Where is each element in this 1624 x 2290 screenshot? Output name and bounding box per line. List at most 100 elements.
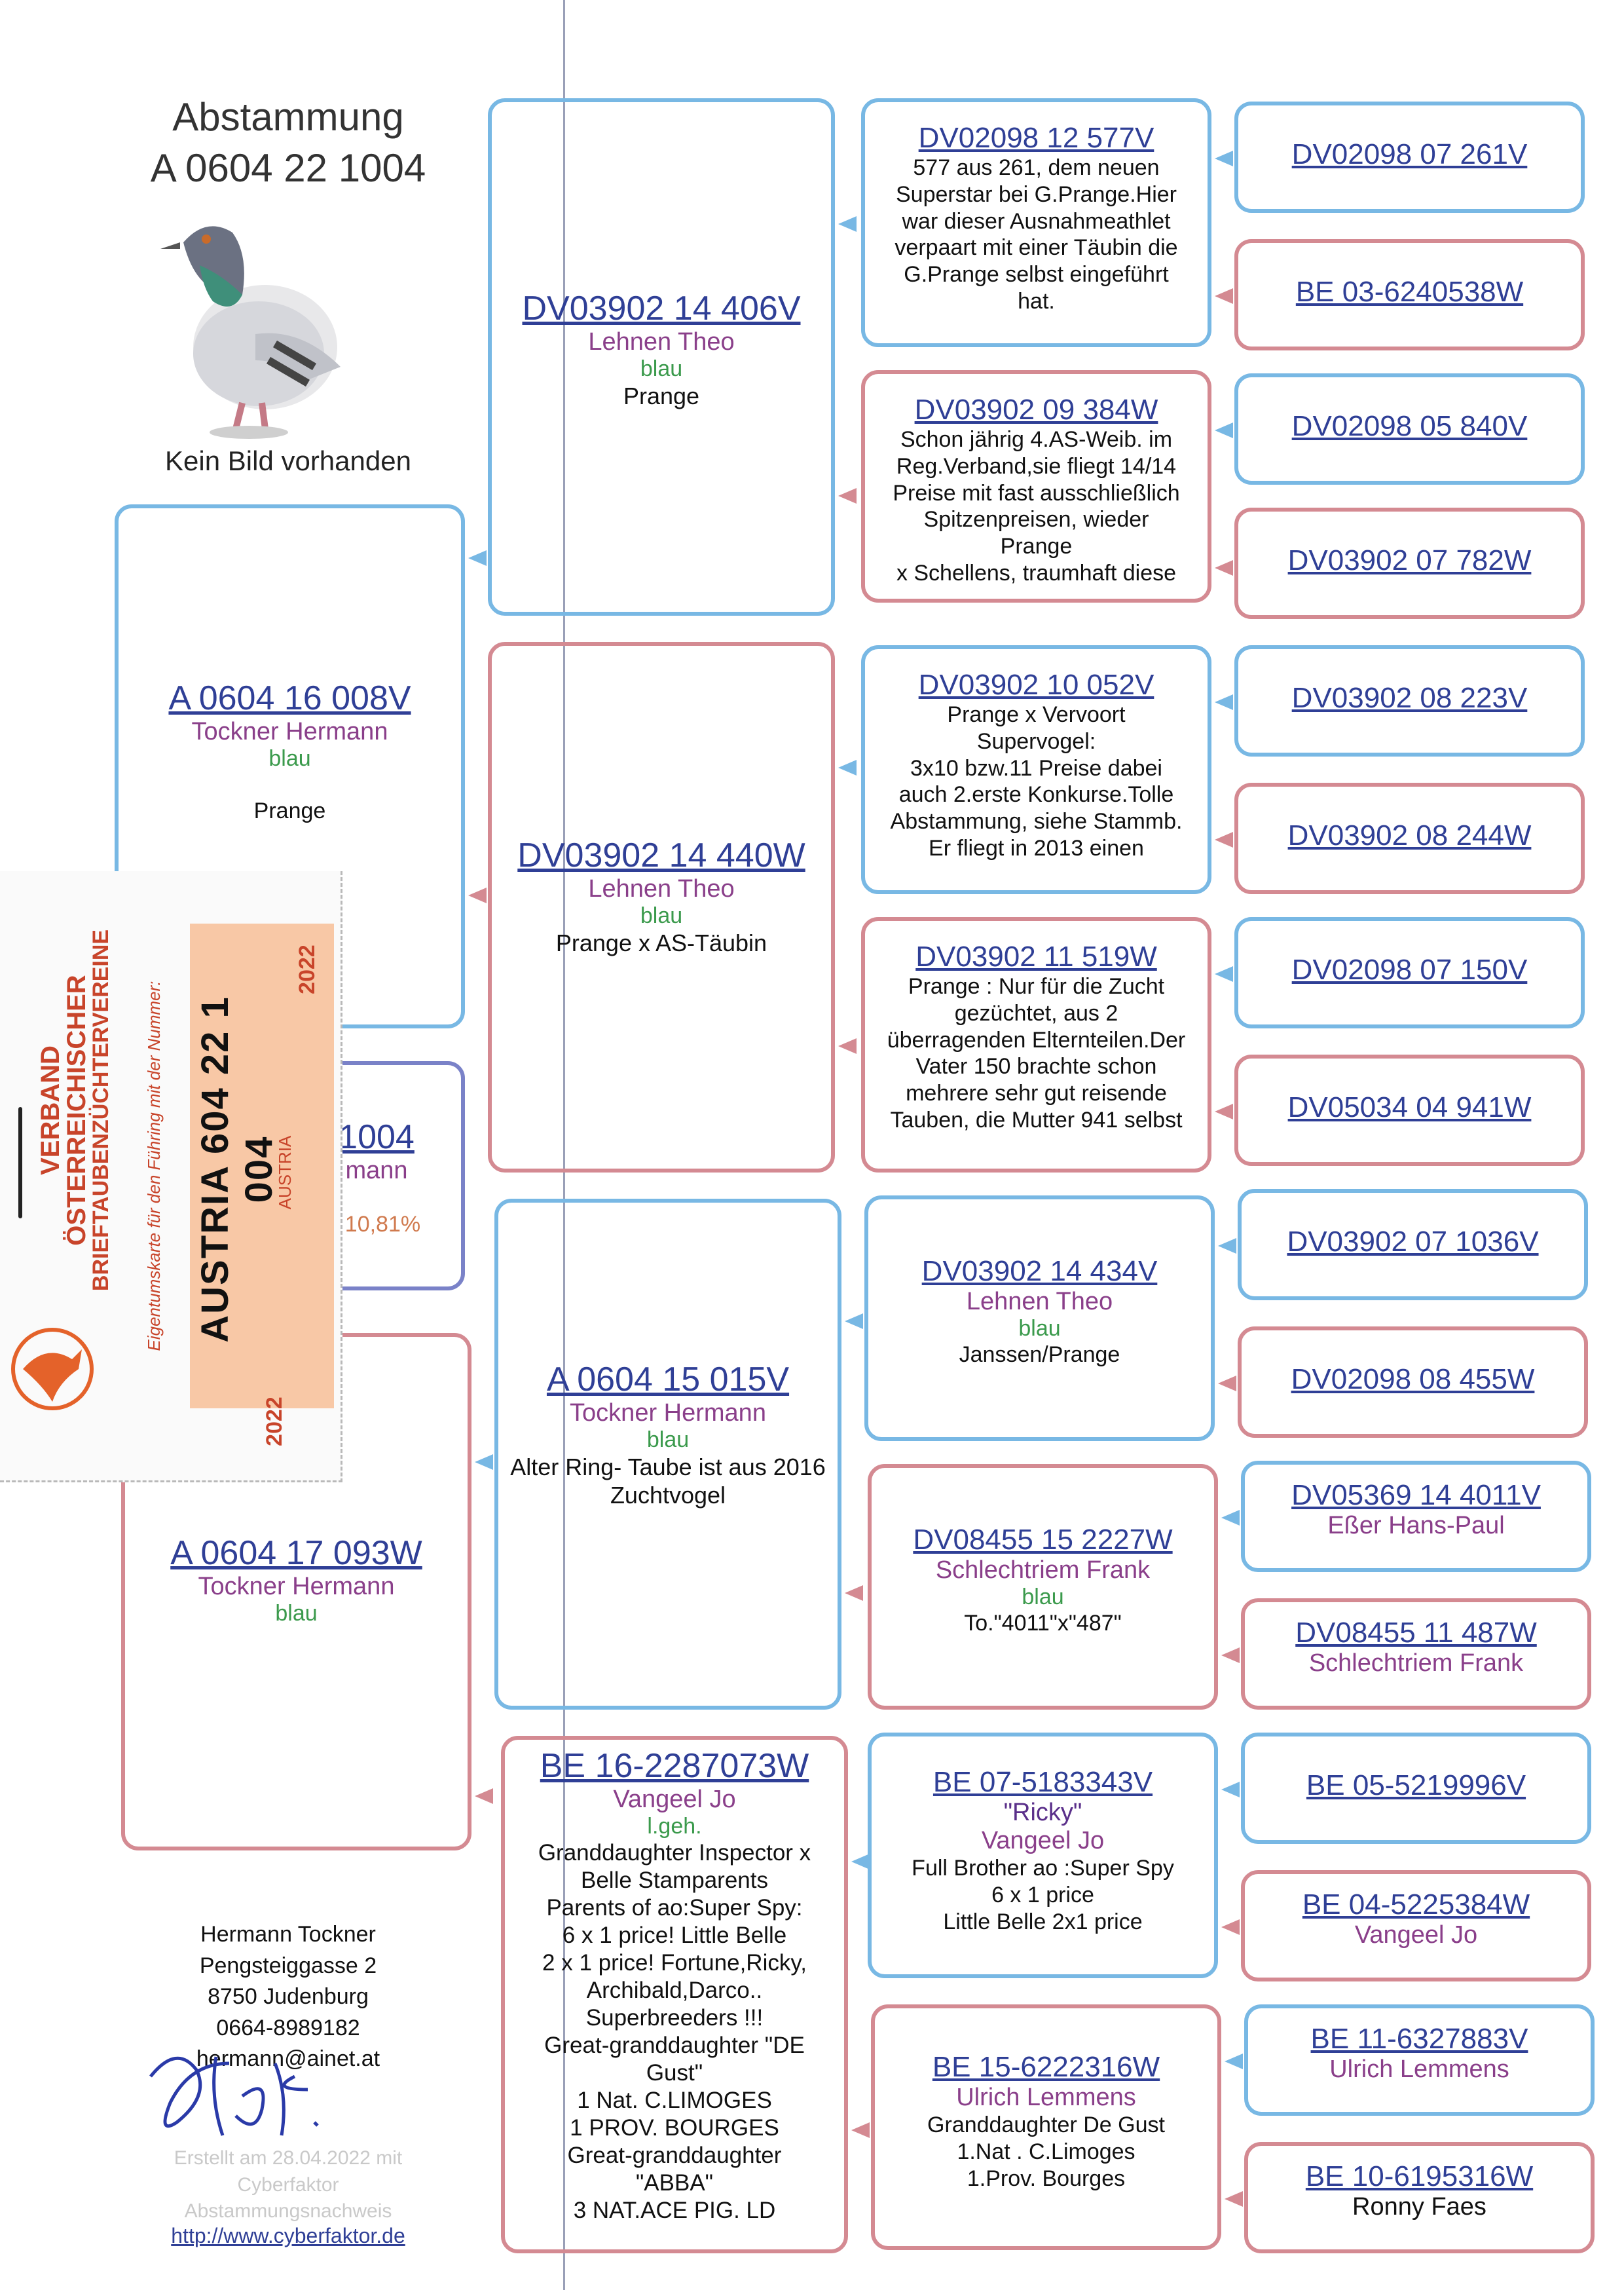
gen4-card-2[interactable]: BE 03-6240538W (1234, 239, 1585, 350)
gen4-card-10[interactable]: DV02098 08 455W (1238, 1326, 1588, 1438)
ring-card-number: AUSTRIA 604 22 1 004 (194, 996, 280, 1343)
gen4-card-7[interactable]: DV02098 07 150V (1234, 917, 1585, 1028)
gen2-note-2: Prange x AS-Täubin (555, 929, 767, 956)
gen4-ring-6[interactable]: DV03902 08 244W (1287, 819, 1532, 852)
gen4-ring-15[interactable]: BE 11-6327883V (1310, 2023, 1528, 2055)
gen4-card-6[interactable]: DV03902 08 244W (1234, 783, 1585, 894)
breeder-email[interactable]: hermann@ainet.at (196, 2046, 380, 2072)
gen3-card-6[interactable]: DV08455 15 2227W Schlechtriem Frank blau… (868, 1464, 1218, 1710)
gen3-note-4-line: Tauben, die Mutter 941 selbst (890, 1107, 1183, 1133)
gen4-card-5[interactable]: DV03902 08 223V (1234, 645, 1585, 757)
gen4-ring-11[interactable]: DV05369 14 4011V (1291, 1479, 1541, 1511)
footer-link-wrap: http://www.cyberfaktor.de (118, 2224, 458, 2248)
gen2-card-1[interactable]: DV03902 14 406V Lehnen Theo blau Prange (488, 98, 835, 616)
arrow-icon (1221, 1510, 1240, 1526)
gen4-ring-4[interactable]: DV03902 07 782W (1287, 544, 1532, 576)
gen3-card-8[interactable]: BE 15-6222316W Ulrich Lemmens Granddaugh… (871, 2004, 1221, 2250)
gen3-note-5: Janssen/Prange (868, 1342, 1211, 1368)
footer-credits: Erstellt am 28.04.2022 mit Cyberfaktor A… (118, 2145, 458, 2225)
arrow-icon (1215, 560, 1233, 576)
gen3-card-2[interactable]: DV03902 09 384W Schon jährig 4.AS-Weib. … (861, 370, 1211, 603)
subject-partial-inbreeding: : 10,81% (332, 1212, 421, 1237)
gen3-ring-4[interactable]: DV03902 11 519W (915, 941, 1157, 973)
gen2-ring-2[interactable]: DV03902 14 440W (517, 836, 805, 874)
gen2-ring-1[interactable]: DV03902 14 406V (522, 290, 801, 328)
gen3-card-5[interactable]: DV03902 14 434V Lehnen Theo blau Janssen… (864, 1195, 1215, 1441)
gen3-ring-8[interactable]: BE 15-6222316W (932, 2051, 1160, 2083)
gen2-note-4-line: 3 NAT.ACE PIG. LD (573, 2198, 776, 2223)
footer-created: Erstellt am 28.04.2022 mit (174, 2147, 403, 2169)
gen4-ring-5[interactable]: DV03902 08 223V (1291, 682, 1528, 714)
gen3-card-4[interactable]: DV03902 11 519W Prange : Nur für die Zuc… (861, 917, 1211, 1173)
gen4-ring-9[interactable]: DV03902 07 1036V (1287, 1226, 1539, 1258)
gen2-card-2[interactable]: DV03902 14 440W Lehnen Theo blau Prange … (488, 642, 835, 1173)
gen2-ring-4[interactable]: BE 16-2287073W (540, 1747, 809, 1785)
gen3-note-3-line: auch 2.erste Konkurse.Tolle (898, 782, 1174, 808)
gen4-card-4[interactable]: DV03902 07 782W (1234, 508, 1585, 619)
gen2-color-4: l.geh. (647, 1814, 702, 1839)
gen3-ring-2[interactable]: DV03902 09 384W (914, 394, 1158, 426)
gen2-note-4-line: Great-granddaughter (567, 2143, 782, 2168)
gen3-card-7[interactable]: BE 07-5183343V "Ricky" Vangeel Jo Full B… (868, 1733, 1218, 1978)
gen3-note-6: To."4011"x"487" (872, 1610, 1214, 1637)
gen2-ring-3[interactable]: A 0604 15 015V (546, 1361, 790, 1398)
dam-ring[interactable]: A 0604 17 093W (170, 1534, 422, 1572)
gen4-ring-16[interactable]: BE 10-6195316W (1305, 2160, 1534, 2192)
gen3-note-2-line: x Schellens, traumhaft diese (896, 560, 1177, 586)
gen4-ring-8[interactable]: DV05034 04 941W (1287, 1091, 1532, 1123)
subject-partial-ring[interactable]: 1004 (339, 1118, 415, 1156)
gen2-note-4-line: Gust" (646, 2060, 703, 2086)
gen2-card-4[interactable]: BE 16-2287073W Vangeel Jo l.geh. Grandda… (501, 1736, 848, 2253)
gen4-card-9[interactable]: DV03902 07 1036V (1238, 1189, 1588, 1300)
subject-ring-number: A 0604 22 1004 (150, 146, 426, 190)
gen4-card-3[interactable]: DV02098 05 840V (1234, 373, 1585, 485)
arrow-icon (845, 1585, 863, 1601)
gen4-ring-14[interactable]: BE 04-5225384W (1302, 1888, 1530, 1921)
gen4-ring-13[interactable]: BE 05-5219996V (1306, 1769, 1526, 1801)
gen2-color-1: blau (640, 356, 683, 381)
gen3-note-3-line: 3x10 bzw.11 Preise dabei (910, 755, 1162, 781)
sire-ring[interactable]: A 0604 16 008V (168, 679, 411, 717)
breeder-address: Hermann Tockner Pengsteiggasse 2 8750 Ju… (118, 1919, 458, 2075)
gen3-note-4-line: überragenden Elternteilen.Der (887, 1027, 1186, 1053)
gen4-ring-7[interactable]: DV02098 07 150V (1291, 954, 1528, 986)
gen3-owner-8: Ulrich Lemmens (956, 2084, 1136, 2111)
arrow-icon (1221, 1782, 1240, 1797)
gen3-ring-1[interactable]: DV02098 12 577V (918, 122, 1154, 154)
gen4-card-13[interactable]: BE 05-5219996V (1241, 1733, 1591, 1844)
gen3-ring-6[interactable]: DV08455 15 2227W (913, 1524, 1173, 1556)
gen3-note-3-line: Abstammung, siehe Stammb. (890, 809, 1183, 835)
gen4-owner-12: Schlechtriem Frank (1308, 1649, 1524, 1677)
gen2-note-4-line: Granddaughter Inspector x (538, 1840, 811, 1866)
gen4-ring-1[interactable]: DV02098 07 261V (1291, 138, 1528, 170)
arrow-icon (1215, 966, 1233, 982)
sire-color: blau (268, 746, 311, 771)
breeder-phone: 0664-8989182 (216, 2015, 360, 2040)
arrow-icon (1215, 422, 1233, 438)
gen4-card-1[interactable]: DV02098 07 261V (1234, 102, 1585, 213)
gen3-ring-7[interactable]: BE 07-5183343V (932, 1766, 1153, 1798)
arrow-icon (1221, 1919, 1240, 1935)
gen4-card-8[interactable]: DV05034 04 941W (1234, 1055, 1585, 1166)
gen4-ring-2[interactable]: BE 03-6240538W (1295, 276, 1524, 308)
subject-partial-owner: mann (345, 1157, 408, 1184)
gen4-ring-12[interactable]: DV08455 11 487W (1295, 1617, 1537, 1649)
dam-color: blau (275, 1601, 318, 1626)
gen2-owner-3: Tockner Hermann (570, 1399, 766, 1427)
gen2-card-3[interactable]: A 0604 15 015V Tockner Hermann blau Alte… (494, 1199, 841, 1710)
gen4-ring-3[interactable]: DV02098 05 840V (1291, 410, 1528, 442)
gen3-ring-5[interactable]: DV03902 14 434V (921, 1255, 1158, 1287)
arrow-icon (475, 1454, 493, 1470)
gen4-ring-10[interactable]: DV02098 08 455W (1291, 1363, 1535, 1395)
gen3-ring-3[interactable]: DV03902 10 052V (918, 669, 1154, 701)
dam-owner: Tockner Hermann (198, 1573, 395, 1600)
footer-url-link[interactable]: http://www.cyberfaktor.de (171, 2224, 405, 2247)
